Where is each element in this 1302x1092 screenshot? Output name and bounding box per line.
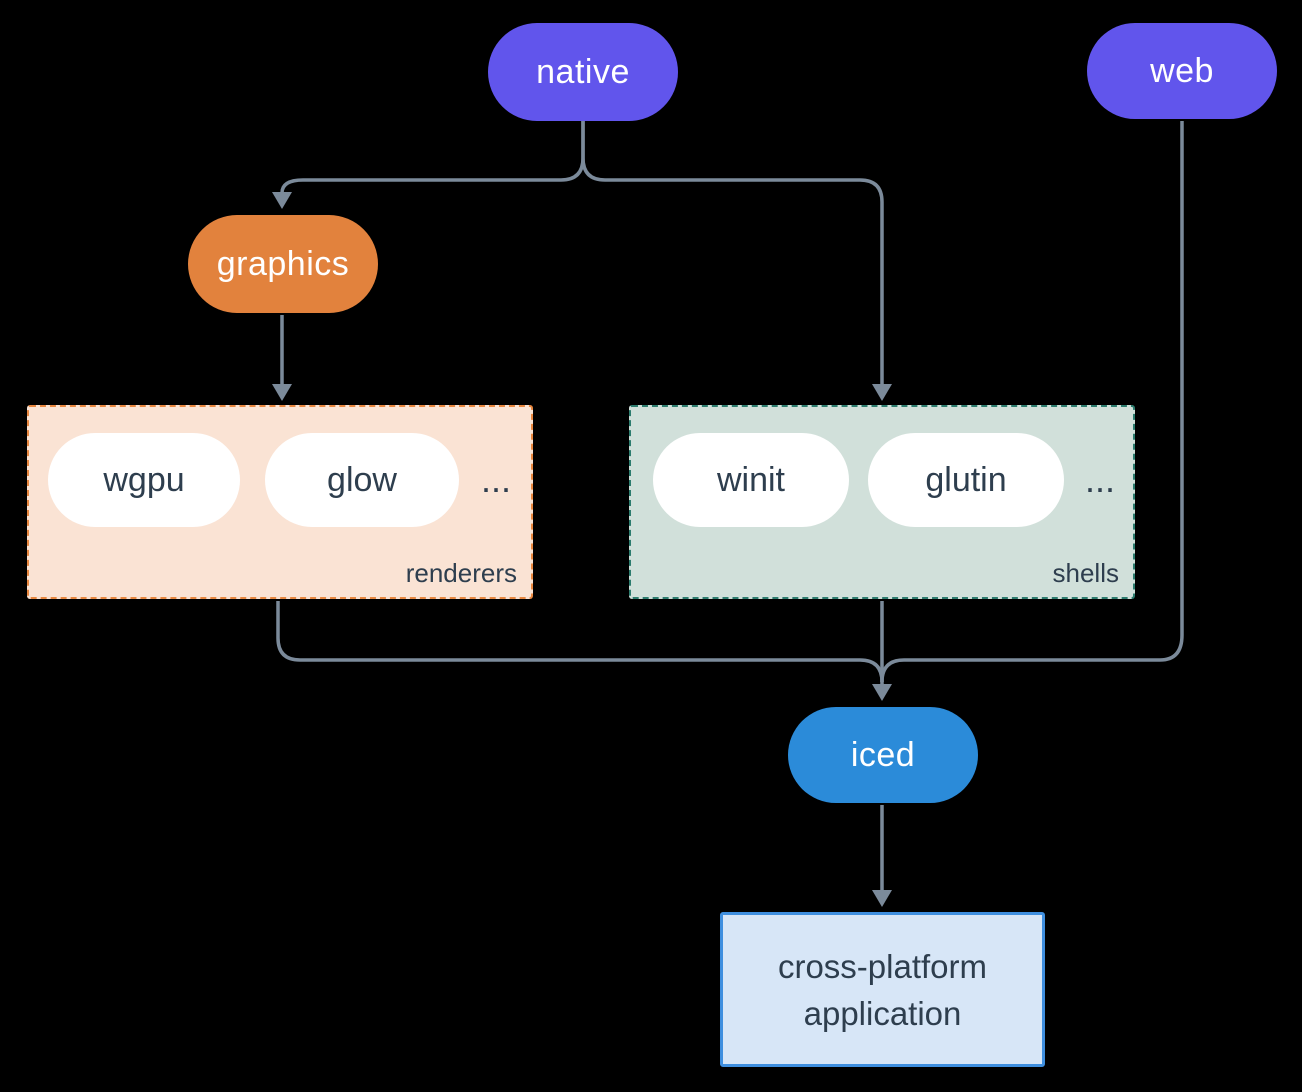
application-label-line1: cross-platform [777, 947, 988, 985]
application-label-line2: application [803, 994, 962, 1032]
node-iced: iced [788, 707, 978, 803]
node-cross-platform-application: cross-platform application [720, 912, 1045, 1067]
node-graphics-label: graphics [216, 244, 350, 283]
edge-native-to-shells [581, 121, 884, 385]
node-web-label: web [1150, 51, 1214, 90]
shells-ellipsis: ... [1084, 459, 1115, 500]
arrow-down-icon [872, 384, 892, 401]
group-label-renderers: renderers [405, 558, 517, 588]
group-shells: winit glutin ... shells [629, 405, 1135, 599]
node-graphics: graphics [188, 215, 378, 313]
node-wgpu: wgpu [48, 433, 240, 527]
node-web: web [1087, 23, 1277, 119]
node-glutin: glutin [868, 433, 1064, 527]
node-iced-label: iced [850, 735, 916, 774]
node-wgpu-label: wgpu [103, 460, 185, 499]
node-native: native [488, 23, 678, 121]
node-glow: glow [265, 433, 459, 527]
edge-web-to-iced [880, 121, 1184, 683]
group-label-shells: shells [1052, 558, 1119, 588]
edge-renderers-to-iced [276, 601, 884, 683]
arrow-down-icon [872, 890, 892, 907]
arrow-down-icon [872, 684, 892, 701]
edge-native-to-graphics [280, 121, 585, 194]
node-glutin-label: glutin [925, 460, 1007, 499]
group-renderers: wgpu glow ... renderers [27, 405, 533, 599]
node-glow-label: glow [327, 460, 397, 499]
arrow-down-icon [272, 192, 292, 209]
node-native-label: native [536, 52, 630, 91]
node-winit: winit [653, 433, 849, 527]
node-winit-label: winit [716, 460, 786, 499]
renderers-ellipsis: ... [480, 459, 511, 500]
arrow-down-icon [272, 384, 292, 401]
